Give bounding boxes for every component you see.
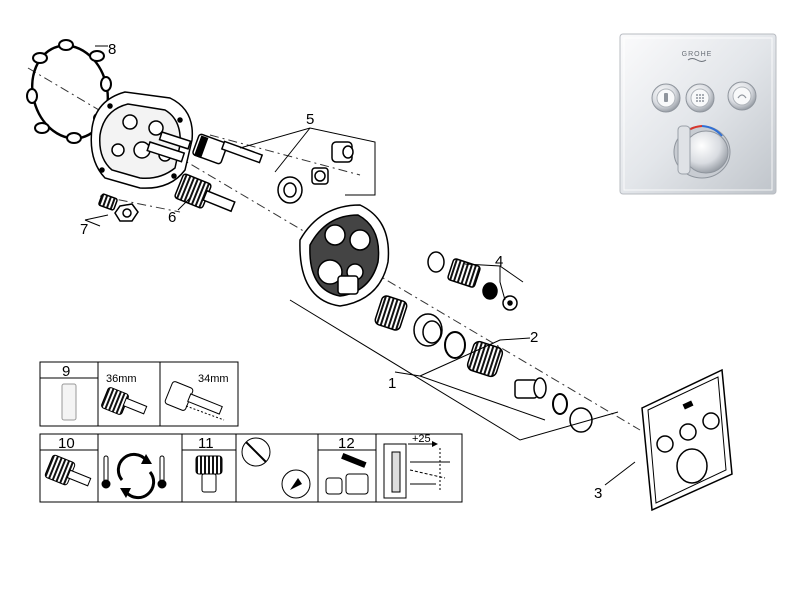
info-box-9 [39,361,239,427]
extension-icon [325,452,369,495]
push-button-group [651,81,757,113]
hand-shower-icon [664,93,668,102]
part-number-labels: 8 5 6 7 4 2 1 3 [80,41,602,502]
brand-logo: GROHE [682,51,713,58]
cover-plate-part [641,368,733,512]
label-part-6: 6 [168,209,176,226]
brand-wave-icon [687,58,707,62]
thermostat-knob [673,125,731,179]
label-part-12: 12 [338,435,355,452]
fittings-part [98,193,139,222]
leader-lines [84,45,636,486]
temperature-icon [101,455,167,489]
label-part-9: 9 [62,363,70,380]
seal-ring-part [26,39,112,144]
product-photo: GROHE [619,33,777,195]
label-part-7: 7 [80,221,88,238]
label-part-2: 2 [530,329,538,346]
cartridge-set-part [427,251,518,311]
label-part-10: 10 [58,435,75,452]
cartridge-part [174,173,236,213]
spray-icon [737,94,747,99]
cartridge-icon [61,383,77,421]
label-part-4: 4 [495,253,503,270]
spindle-assembly-part [192,133,354,204]
info-box-10-11-12 [39,433,463,503]
label-part-11: 11 [198,435,214,452]
thermostat-rotate-icon [116,452,156,500]
thermostat-stack-part [374,295,593,433]
adjust-label: +25 [412,433,431,445]
dimension-icon [383,441,450,499]
size-label-34mm: 34mm [198,373,229,385]
label-part-8: 8 [108,41,116,58]
label-part-5: 5 [306,111,314,128]
size-label-36mm: 36mm [106,373,137,385]
mounting-plate-part [299,204,390,307]
no-grease-icon [241,437,311,499]
label-part-3: 3 [594,485,602,502]
head-shower-icon [696,94,704,102]
valve-body-part [90,91,194,189]
label-part-1: 1 [388,375,396,392]
